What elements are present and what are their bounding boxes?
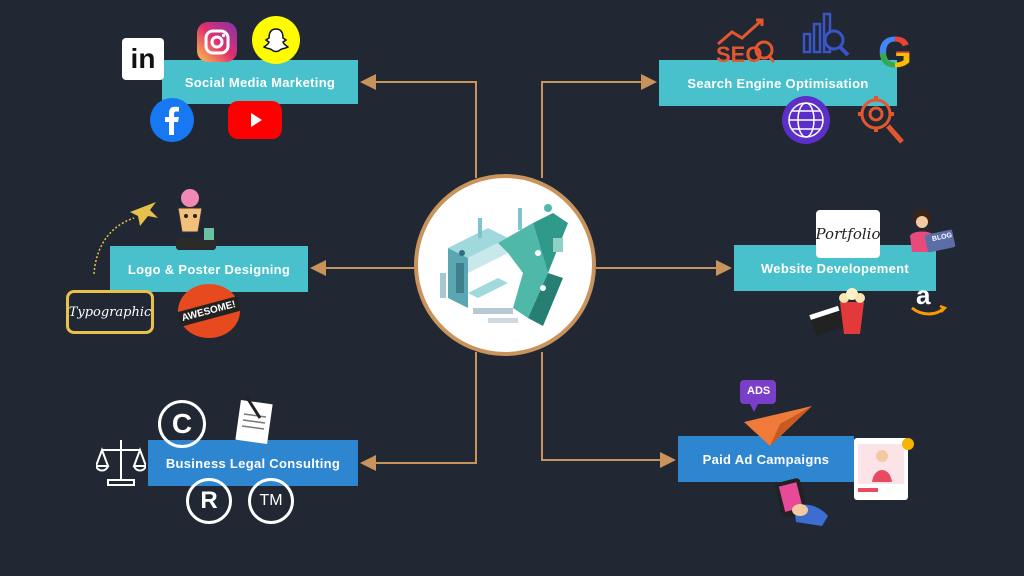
connector-social <box>360 74 477 178</box>
google-icon: G <box>877 28 913 77</box>
registered-icon: R <box>186 478 232 524</box>
node-website-label: Website Developement <box>760 260 910 276</box>
node-paid-ad-campaigns: Paid Ad Campaigns <box>678 436 854 482</box>
isometric-cv-logo <box>440 204 568 326</box>
social-post-icon <box>852 434 918 502</box>
copyright-icon: C <box>158 400 206 448</box>
popcorn-icon <box>808 282 870 338</box>
amazon-icon: a <box>908 282 948 318</box>
trademark-icon: TM <box>248 478 294 524</box>
blogger-icon: BLOG <box>902 206 958 258</box>
portfolio-folder-icon: Portfolio <box>816 210 880 258</box>
node-legal-label: Business Legal Consulting <box>165 455 341 471</box>
connector-ads <box>541 352 676 468</box>
scales-icon <box>96 436 146 490</box>
airplane-icon <box>90 196 162 276</box>
facebook-icon <box>150 98 194 142</box>
connector-seo <box>541 74 657 178</box>
awesome-badge-icon: AWESOME! <box>177 284 241 338</box>
node-ads-label: Paid Ad Campaigns <box>702 451 830 467</box>
center-logo-circle <box>414 174 596 356</box>
snapchat-icon <box>252 16 300 64</box>
document-pen-icon <box>232 392 282 446</box>
typographic-badge-icon: Typographic <box>66 290 154 334</box>
node-social-media-label: Social Media Marketing <box>184 74 336 90</box>
phone-hand-icon <box>772 476 832 526</box>
seo-chart-icon: SEO <box>712 14 776 67</box>
node-search-engine-optimisation: Search Engine Optimisation <box>659 60 897 106</box>
ads-paper-plane-icon: ADS <box>730 378 814 448</box>
node-social-media-marketing: Social Media Marketing <box>162 60 358 104</box>
node-seo-label: Search Engine Optimisation <box>687 75 869 91</box>
linkedin-icon: in <box>122 38 164 80</box>
analytics-icon <box>800 10 852 60</box>
instagram-icon <box>197 22 237 62</box>
svg-text:a: a <box>916 282 931 310</box>
mascot-icon <box>170 188 222 254</box>
globe-icon <box>782 96 830 144</box>
youtube-icon <box>228 101 282 139</box>
node-logo-label: Logo & Poster Designing <box>127 261 291 277</box>
connector-legal <box>360 352 477 471</box>
gear-search-icon <box>854 92 908 146</box>
